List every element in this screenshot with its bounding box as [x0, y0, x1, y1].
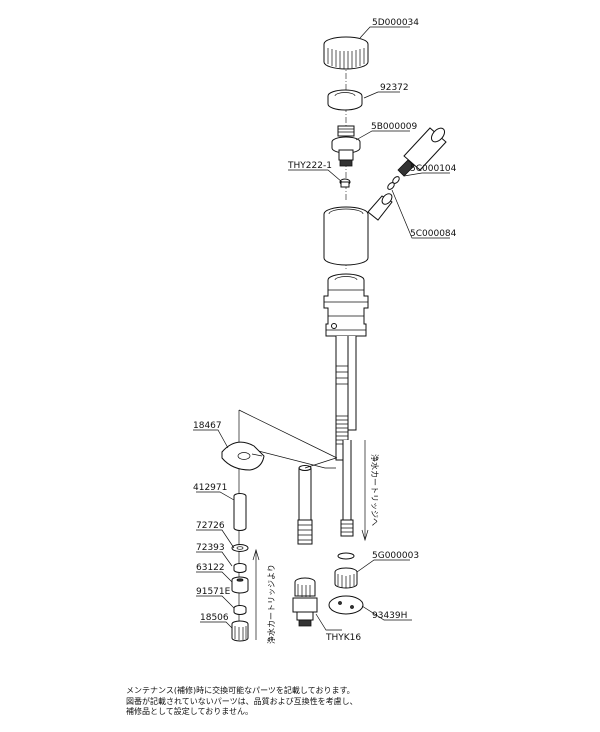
part-right-pipe — [340, 440, 354, 537]
part-nut-63122 — [231, 576, 249, 594]
label-72726: 72726 — [196, 521, 225, 531]
label-5C000104: 5C000104 — [410, 164, 457, 174]
label-THYK16: THYK16 — [325, 633, 361, 643]
route-line-1 — [238, 409, 338, 459]
flow-label-from-cartridge: 浄水カートリッジより — [266, 564, 276, 644]
part-tube-412971 — [233, 493, 247, 531]
part-disc-93439H — [328, 595, 364, 615]
part-washer-72726 — [231, 544, 249, 552]
label-THY222-1: THY222-1 — [287, 161, 332, 171]
part-oring-THY222-1 — [339, 178, 351, 188]
route-line-3 — [304, 457, 337, 469]
note-line-3: 補修品として設定しておりません。 — [126, 707, 254, 716]
label-91571E: 91571E — [196, 587, 231, 597]
flow-label-to-cartridge: 浄水カートリッジへ — [370, 454, 380, 526]
part-valve-5B000009 — [331, 125, 361, 167]
label-5G000003: 5G000003 — [372, 551, 419, 561]
leader-lines — [193, 26, 450, 631]
part-ring-72393 — [233, 563, 247, 573]
part-cap — [323, 36, 369, 70]
label-93439H: 93439H — [372, 611, 407, 621]
label-412971: 412971 — [193, 483, 227, 493]
label-63122: 63122 — [196, 563, 225, 573]
label-5C000084: 5C000084 — [410, 229, 457, 239]
label-5D000034: 5D000034 — [372, 18, 419, 28]
part-nut-5G000003 — [334, 552, 358, 589]
route-line-4 — [238, 445, 336, 469]
part-main-shaft — [323, 273, 369, 461]
part-ring-92372 — [327, 89, 363, 111]
label-5B000009: 5B000009 — [371, 122, 418, 132]
part-clip-18467 — [221, 441, 265, 471]
part-fitting-18506 — [231, 620, 249, 642]
part-middle-pipe — [297, 465, 313, 545]
label-18506: 18506 — [200, 613, 229, 623]
label-18467: 18467 — [193, 421, 222, 431]
flow-arrow-to-cartridge — [361, 440, 369, 542]
note-line-1: メンテナンス(補修)時に交換可能なパーツを記載しております。 — [126, 686, 355, 695]
note-line-2: 図番が記載されていないパーツは、品質および互換性を考慮し、 — [126, 696, 358, 706]
part-fitting-THYK16 — [292, 577, 318, 627]
maintenance-note: メンテナンス(補修)時に交換可能なパーツを記載しております。 図番が記載されてい… — [126, 686, 358, 718]
label-92372: 92372 — [380, 83, 409, 93]
label-72393: 72393 — [196, 543, 225, 553]
part-ring-91571E — [233, 605, 247, 615]
part-body-5C000084 — [323, 193, 393, 266]
flow-arrow-from-cartridge — [252, 548, 260, 640]
part-fitting-5C000104 — [387, 127, 447, 190]
